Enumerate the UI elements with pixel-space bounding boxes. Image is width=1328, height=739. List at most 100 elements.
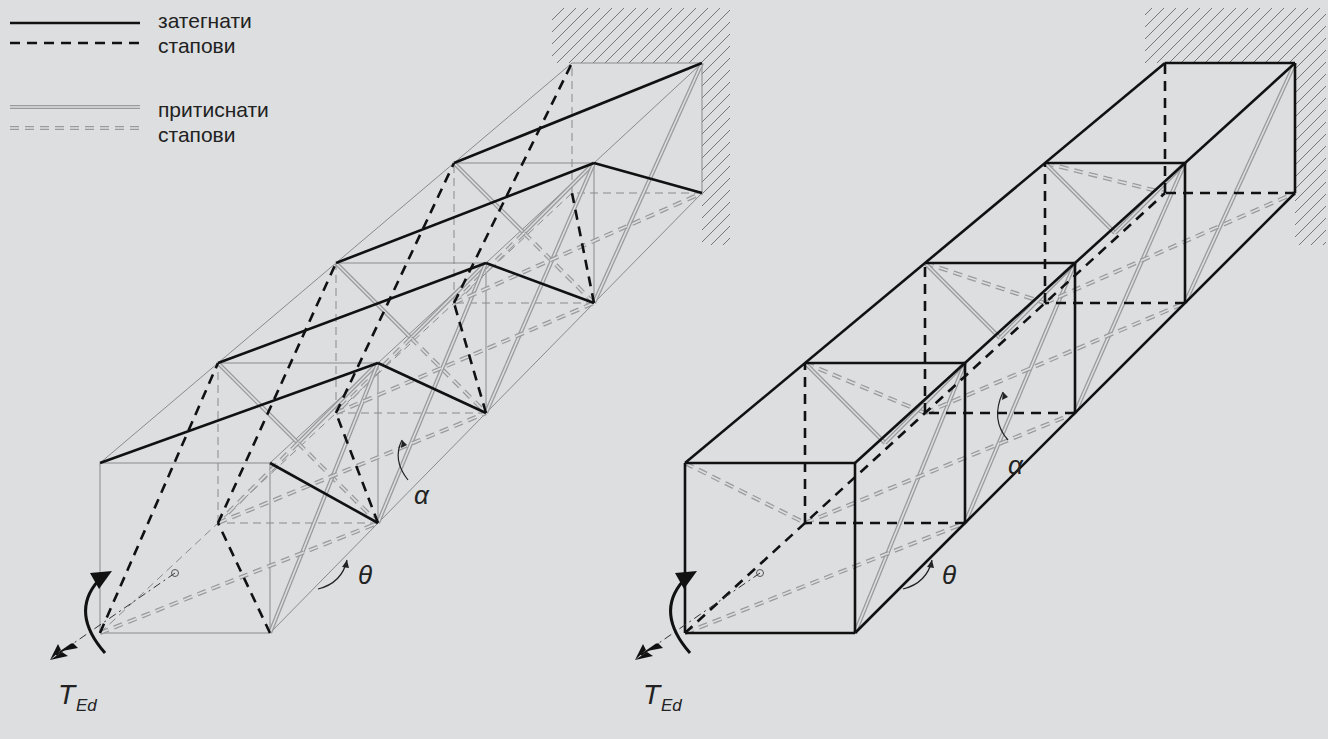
hatch-line: [1260, 0, 1328, 260]
tension-tie: [1074, 263, 1077, 413]
compression-strut: [685, 463, 805, 523]
angle-head: [927, 560, 934, 568]
hatch-line: [1308, 0, 1328, 260]
compression-strut: [10, 106, 140, 108]
section-outline: [572, 63, 573, 193]
compression-strut: [524, 163, 594, 233]
compression-strut: [1045, 163, 1115, 233]
section-outline: [270, 463, 271, 633]
symbol-label: T: [58, 678, 75, 712]
compression-strut: [336, 263, 411, 338]
hatch-line: [588, 0, 848, 260]
section-outline: [336, 263, 337, 413]
compression-strut: [298, 363, 378, 443]
hatch-line: [1284, 0, 1328, 260]
subscript-label: Ed: [76, 696, 97, 716]
compression-strut: [218, 413, 486, 523]
hatch-line: [372, 0, 632, 260]
hatch-line: [660, 0, 920, 260]
tension-tie: [1184, 163, 1187, 303]
legend-text: притиснати стапови: [158, 97, 270, 147]
compression-strut: [454, 163, 524, 233]
section-outline: [486, 263, 487, 413]
hatch-line: [1068, 0, 1328, 260]
hatch-line: [924, 0, 1184, 260]
tension-tie: [1294, 63, 1297, 193]
hatch-line: [720, 0, 980, 260]
angle-arc: [998, 392, 1008, 440]
hatch-line: [1164, 0, 1328, 260]
longitudinal-edge: [270, 63, 702, 463]
angle-arc: [903, 560, 932, 589]
tension-tie: [805, 362, 965, 365]
angle-arc: [318, 560, 347, 589]
section-outline: [702, 63, 703, 193]
compression-strut: [855, 363, 965, 633]
compression-strut: [1185, 63, 1295, 303]
vector-head: [635, 643, 663, 660]
hatch-line: [1296, 0, 1328, 260]
hatch-line: [480, 0, 740, 260]
tension-tie: [594, 163, 702, 193]
hatch-line: [612, 0, 872, 260]
legend-text: затегнати стапови: [158, 8, 270, 58]
compression-strut: [486, 163, 594, 413]
compression-strut: [1075, 163, 1185, 413]
symbol-label: θ: [942, 560, 956, 591]
compression-strut: [805, 413, 1075, 523]
tension-tie: [1044, 163, 1047, 303]
section-outline: [218, 523, 378, 524]
vector-shaft: [56, 644, 72, 655]
hatch-line: [912, 0, 1172, 260]
compression-strut: [298, 363, 378, 443]
hatch-line: [1188, 0, 1328, 260]
tension-tie: [10, 42, 140, 45]
vector-head: [50, 643, 78, 660]
symbol-label: α: [1008, 450, 1023, 481]
compression-strut: [486, 163, 594, 413]
tension-tie: [1165, 192, 1295, 195]
hatch-line: [1248, 0, 1328, 260]
compression-strut: [805, 363, 925, 413]
tension-tie: [336, 163, 594, 263]
tension-tie: [218, 263, 336, 523]
compression-strut: [336, 263, 411, 338]
compression-strut: [411, 263, 486, 338]
compression-strut: [805, 413, 1075, 523]
hatch-line: [744, 0, 1004, 260]
compression-strut: [270, 363, 378, 633]
moment-head: [90, 571, 112, 589]
tension-tie: [454, 63, 572, 303]
section-outline: [572, 63, 702, 64]
compression-strut: [805, 363, 885, 443]
symbol-label: T: [643, 678, 660, 712]
angle-head: [401, 440, 407, 448]
compression-strut: [454, 233, 524, 303]
compression-strut: [805, 363, 885, 443]
hatch-line: [336, 0, 596, 260]
tension-tie: [336, 413, 378, 523]
hatch-line: [552, 0, 812, 260]
compression-strut: [925, 263, 1000, 338]
hatch-line: [396, 0, 656, 260]
tension-tie: [854, 463, 857, 633]
tension-tie: [855, 193, 1295, 633]
compression-strut: [805, 363, 925, 413]
tension-tie: [855, 63, 1295, 463]
compression-strut: [1185, 63, 1295, 303]
compression-strut: [1045, 193, 1295, 303]
hatch-line: [1020, 0, 1280, 260]
hatch-line: [1224, 0, 1328, 260]
hatch-line: [1104, 0, 1328, 260]
compression-strut: [925, 263, 1000, 338]
hatch-line: [1032, 0, 1292, 260]
hatch-line: [564, 0, 824, 260]
compression-strut: [10, 127, 140, 129]
moment-arrow: [86, 581, 105, 653]
compression-strut: [454, 163, 524, 233]
longitudinal-edge: [270, 193, 702, 633]
tension-tie: [964, 363, 967, 523]
tension-tie: [454, 303, 486, 413]
compression-strut: [685, 463, 805, 523]
hatch-line: [684, 0, 944, 260]
